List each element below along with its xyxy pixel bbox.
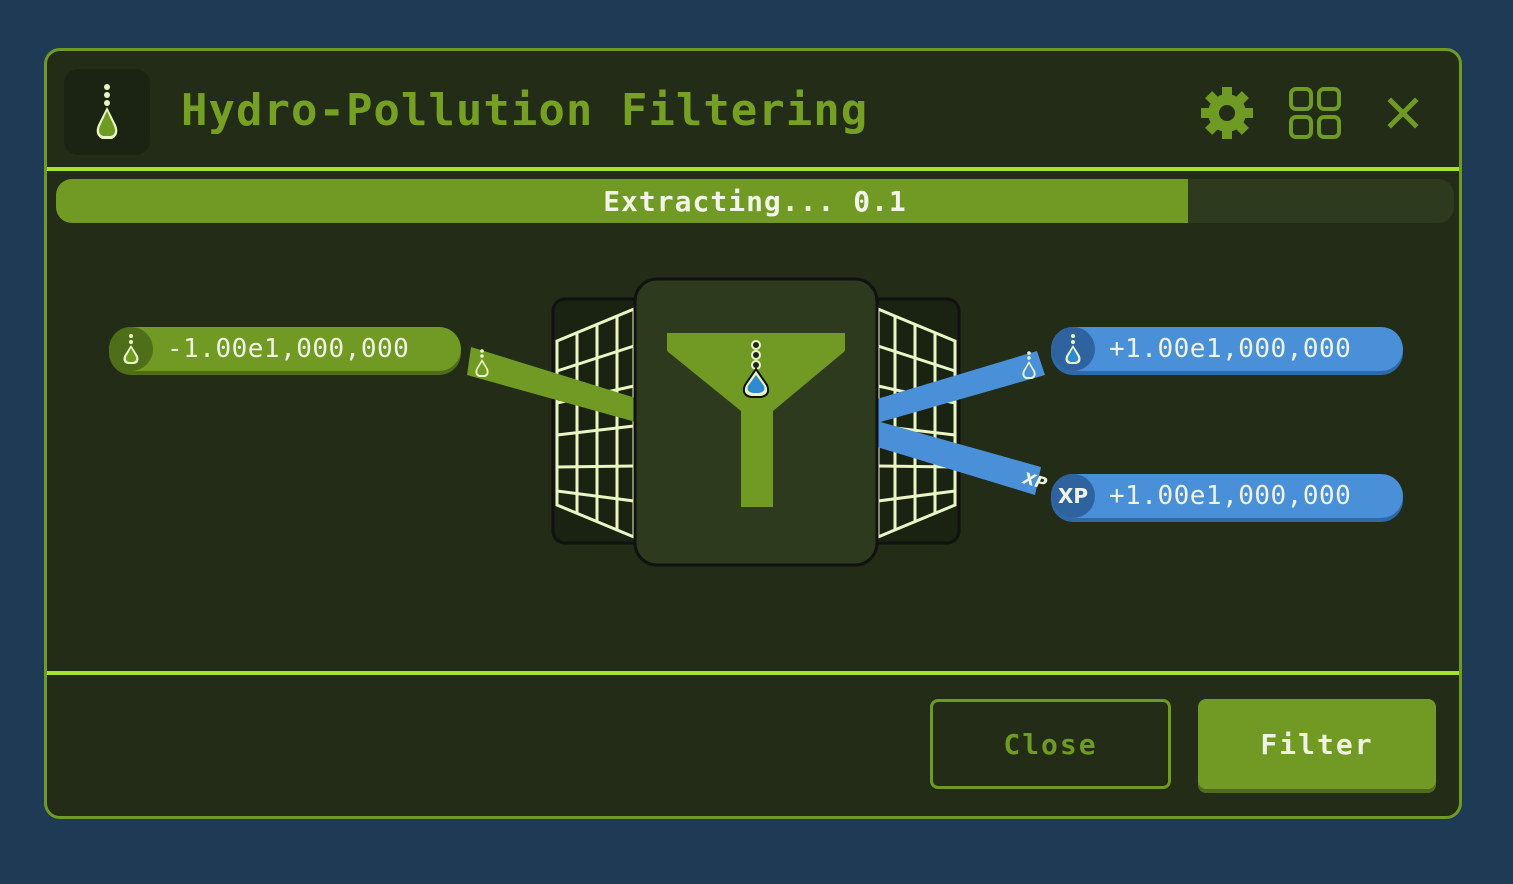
filter-window: Hydro-Pollution Filtering [44,48,1462,819]
polluted-water-flask-icon [475,349,489,377]
gear-icon[interactable] [1199,85,1255,141]
output-water-value: +1.00e1,000,000 [1109,334,1352,364]
water-output-pipe [877,351,1045,423]
close-button[interactable]: Close [930,699,1171,789]
grid-icon[interactable] [1287,85,1343,141]
close-icon[interactable] [1375,85,1431,141]
window-title: Hydro-Pollution Filtering [181,85,869,136]
clean-water-flask-icon [1022,351,1036,379]
progress-fill [56,179,1189,223]
output-water-amount: +1.00e1,000,000 [1051,327,1403,371]
filter-machine: XP [467,277,1049,567]
input-pollution-amount: -1.00e1,000,000 [109,327,461,371]
xp-icon: XP [1051,474,1095,518]
xp-icon-label: XP [1057,484,1089,508]
header-divider [47,167,1459,171]
clean-water-flask-icon [742,340,770,398]
progress-label: Extracting... 0.1 [603,184,907,218]
footer-divider [47,671,1459,675]
polluted-water-flask-icon [109,327,153,371]
polluted-water-flask-icon [64,69,150,155]
filter-button[interactable]: Filter [1198,699,1436,789]
output-xp-value: +1.00e1,000,000 [1109,481,1352,511]
input-pipe [467,347,639,423]
input-value: -1.00e1,000,000 [167,334,410,364]
funnel-core [633,277,879,567]
clean-water-flask-icon [1051,327,1095,371]
window-header: Hydro-Pollution Filtering [47,51,1459,169]
output-xp-amount: XP +1.00e1,000,000 [1051,474,1403,518]
extraction-progress-bar: Extracting... 0.1 [56,179,1454,223]
